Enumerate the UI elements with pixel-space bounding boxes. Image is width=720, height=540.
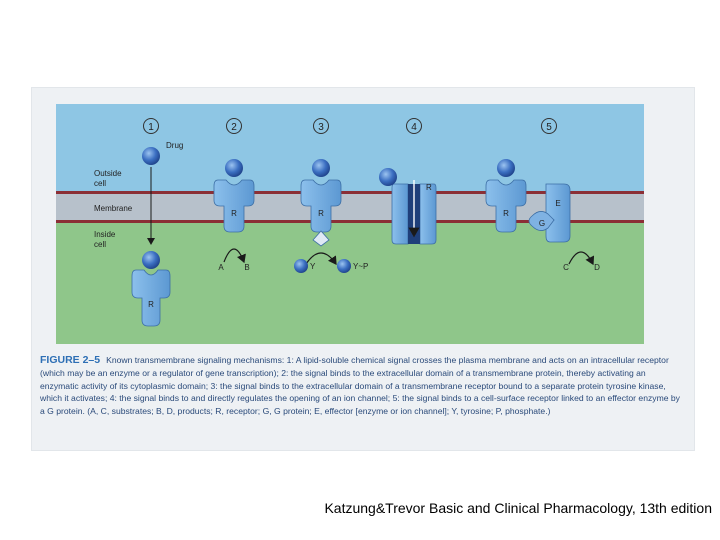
tyrosine-kinase — [312, 230, 330, 247]
diagram-canvas: 1 2 3 4 5 Outside cell Membrane Inside c… — [56, 104, 644, 344]
inside-cell-label-line2: cell — [94, 240, 106, 249]
gpcr-receptor — [485, 179, 527, 233]
drug-ligand — [142, 147, 160, 165]
substrate-c-label: C — [563, 263, 569, 272]
receptor-label: R — [148, 300, 154, 309]
g-protein-label: G — [539, 219, 545, 228]
signal-ligand — [379, 168, 397, 186]
step-1-marker: 1 — [143, 118, 159, 134]
step-5-marker: 5 — [541, 118, 557, 134]
receptor-label: R — [503, 209, 509, 218]
svg-text:3: 3 — [318, 122, 324, 133]
effector — [545, 183, 571, 243]
receptor-label: R — [318, 209, 324, 218]
phosphorylation-arrow — [305, 252, 337, 265]
outside-cell-region — [56, 104, 644, 192]
signal-ligand — [225, 159, 243, 177]
step-4-marker: 4 — [406, 118, 422, 134]
product-b-label: B — [244, 263, 249, 272]
phospho-tyrosine-label: Y~P — [353, 262, 368, 271]
effector-label: E — [555, 199, 560, 208]
signal-ligand — [312, 159, 330, 177]
mechanism-4: R — [379, 168, 437, 245]
ion-channel-left — [391, 183, 409, 245]
signaling-diagram: 1 2 3 4 5 Outside cell Membrane Inside c… — [56, 104, 644, 344]
membrane-label: Membrane — [94, 204, 133, 213]
effector-reaction-arrow — [568, 251, 595, 266]
receptor-label: R — [426, 183, 432, 192]
tyrosine-substrate — [294, 259, 308, 273]
bound-drug — [142, 251, 160, 269]
product-d-label: D — [594, 263, 600, 272]
receptor-label: R — [231, 209, 237, 218]
substrate-a-label: A — [218, 263, 224, 272]
step-2-marker: 2 — [226, 118, 242, 134]
inside-cell-label-line1: Inside — [94, 230, 116, 239]
signal-ligand — [497, 159, 515, 177]
ion-channel-right — [419, 183, 437, 245]
transmembrane-receptor — [300, 179, 342, 233]
intracellular-receptor — [131, 269, 171, 327]
outside-cell-label-line1: Outside — [94, 169, 122, 178]
g-protein — [528, 211, 555, 231]
phosphorylated-product — [337, 259, 351, 273]
mechanism-5: R E G C D — [485, 159, 600, 272]
outside-cell-label-line2: cell — [94, 179, 106, 188]
figure-number: FIGURE 2–5 — [40, 354, 101, 366]
svg-text:2: 2 — [231, 122, 237, 133]
tyrosine-label: Y — [310, 262, 316, 271]
caption-text: Known transmembrane signaling mechanisms… — [40, 355, 680, 417]
transmembrane-receptor — [213, 179, 255, 233]
membrane-outer-edge — [56, 191, 644, 194]
drug-label: Drug — [166, 141, 183, 150]
svg-text:1: 1 — [148, 122, 154, 133]
mechanism-1: Drug R — [131, 141, 183, 327]
step-3-marker: 3 — [313, 118, 329, 134]
reaction-arrow — [223, 248, 246, 264]
membrane-inner-edge — [56, 220, 644, 223]
mechanism-3: R Y Y~P — [294, 159, 368, 273]
svg-text:5: 5 — [546, 122, 552, 133]
svg-text:4: 4 — [411, 122, 417, 133]
mechanism-2: R A B — [213, 159, 255, 272]
source-credit: Katzung&Trevor Basic and Clinical Pharma… — [324, 500, 712, 516]
